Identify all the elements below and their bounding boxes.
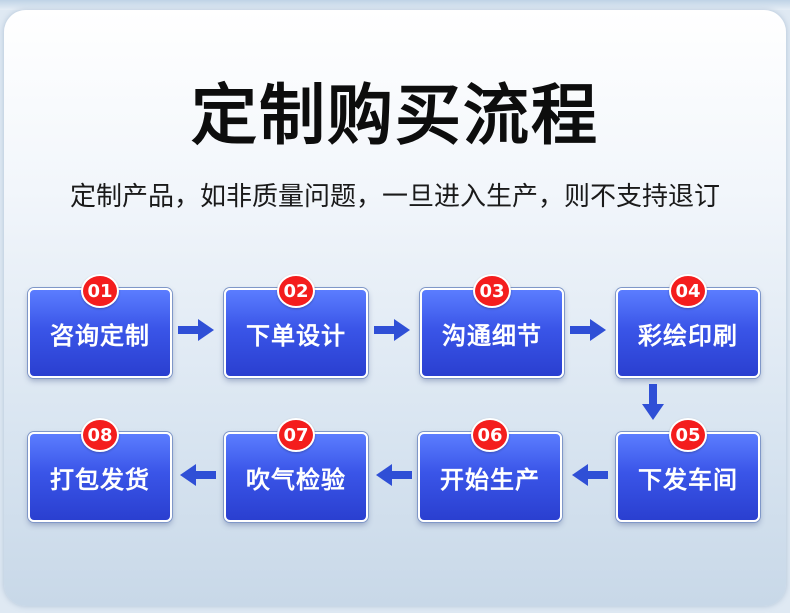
step-label: 下单设计 (246, 321, 346, 350)
step-number-badge: 03 (473, 274, 511, 308)
step-number-badge: 02 (277, 274, 315, 308)
page-subtitle: 定制产品，如非质量问题，一旦进入生产，则不支持退订 (69, 182, 720, 212)
step-number-badge: 05 (669, 418, 707, 452)
step-number-badge: 06 (471, 418, 509, 452)
step-label: 咨询定制 (50, 321, 150, 350)
right-arrow-icon (570, 319, 606, 341)
down-arrow-icon (642, 384, 664, 420)
top-strip (0, 0, 790, 10)
step-number-badge: 08 (81, 418, 119, 452)
step-label: 打包发货 (50, 465, 150, 494)
step-07-inspect[interactable]: 07 吹气检验 (224, 418, 368, 522)
right-arrow-icon (374, 319, 410, 341)
step-04-print[interactable]: 04 彩绘印刷 (616, 274, 760, 378)
step-08-ship[interactable]: 08 打包发货 (28, 418, 172, 522)
left-arrow-icon (376, 464, 412, 486)
step-number-badge: 07 (277, 418, 315, 452)
step-06-produce[interactable]: 06 开始生产 (418, 418, 562, 522)
step-label: 开始生产 (440, 465, 540, 494)
page-title: 定制购买流程 (191, 77, 599, 154)
right-arrow-icon (178, 319, 214, 341)
step-05-workshop[interactable]: 05 下发车间 (616, 418, 760, 522)
step-01-consult[interactable]: 01 咨询定制 (28, 274, 172, 378)
left-arrow-icon (180, 464, 216, 486)
step-label: 下发车间 (638, 465, 738, 494)
step-label: 彩绘印刷 (638, 321, 738, 350)
step-label: 吹气检验 (246, 465, 346, 494)
step-02-order-design[interactable]: 02 下单设计 (224, 274, 368, 378)
step-number-badge: 01 (81, 274, 119, 308)
step-03-communicate[interactable]: 03 沟通细节 (420, 274, 564, 378)
step-number-badge: 04 (669, 274, 707, 308)
left-arrow-icon (572, 464, 608, 486)
step-label: 沟通细节 (442, 321, 542, 350)
